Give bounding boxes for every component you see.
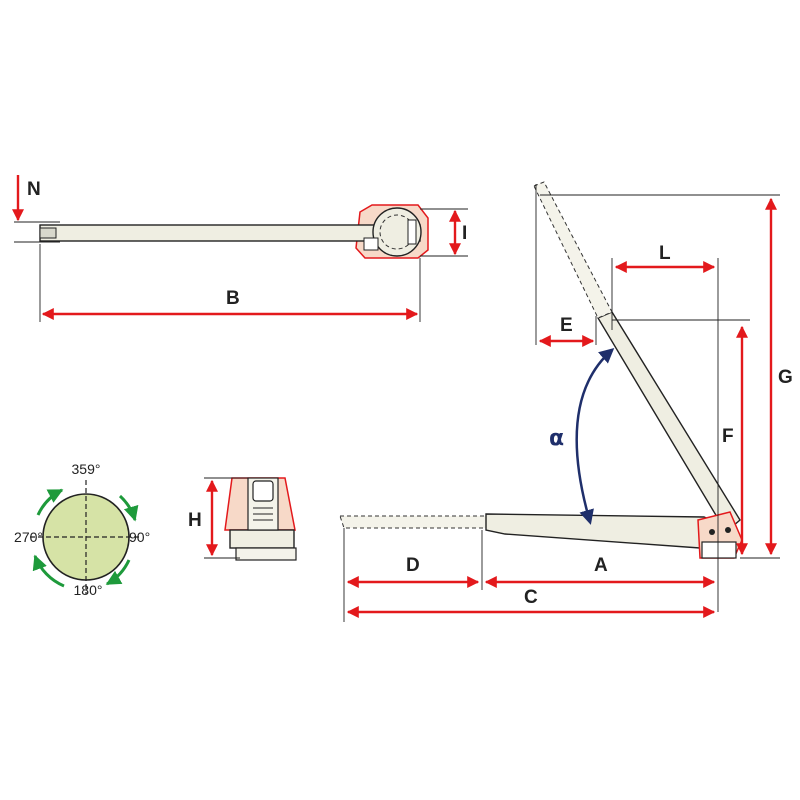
angle-label-top: 359° [72,461,101,477]
label-e: E [560,315,573,336]
label-n: N [27,179,41,200]
rotation-arrow-bottom-right [105,559,131,586]
label-f: F [722,426,734,447]
side-foot [235,547,297,561]
top-arm-tip [39,227,57,239]
angle-label-bottom: 180° [74,582,103,598]
inclined-arm [596,311,741,534]
alpha-angle-arrow [575,348,615,525]
top-winch [363,237,379,251]
label-c: C [524,587,538,608]
label-d: D [406,555,420,576]
top-view: N I B [12,175,468,322]
rotation-arrow-top-right [118,494,139,522]
label-i: I [462,223,467,244]
side-view: H [188,477,297,561]
inclined-extension [533,181,613,319]
pivot-foot [701,541,737,559]
rotation-arrow-top-left [36,488,64,516]
angle-label-left: 270° [14,529,43,545]
label-h: H [188,510,202,531]
top-arm [39,224,421,242]
side-winch [252,480,274,502]
side-slew-housing [229,529,295,549]
label-b: B [226,288,240,309]
label-alpha: α [549,426,564,451]
crane-view: α L E G F D A C [339,181,793,622]
top-motor [407,219,417,245]
horizontal-arm [485,513,725,549]
horizontal-extension [339,515,487,529]
angle-label-right: 90° [129,529,150,545]
label-l: L [659,243,671,264]
label-g: G [778,367,793,388]
rotation-arrow-bottom-left [32,554,65,588]
rotation-dial: 359° 90° 180° 270° [14,461,150,598]
label-a: A [594,555,608,576]
